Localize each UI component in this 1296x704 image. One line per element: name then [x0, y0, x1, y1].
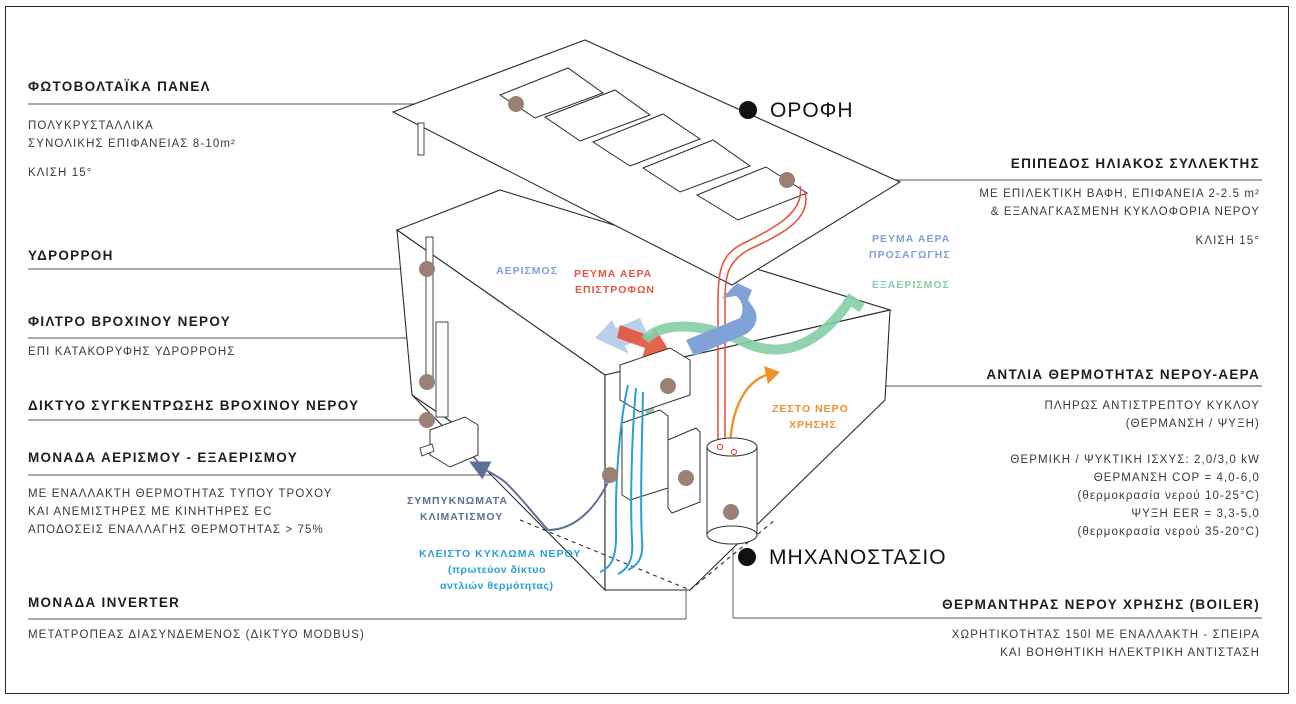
heatpump-line-4: ΘΕΡΜΙΚΗ / ΨΥΚΤΙΚΗ ΙΣΧΥΣ: 2,0/3,0 kW — [1010, 454, 1260, 466]
pv-title: ΦΩΤΟΒΟΛΤΑΪΚΑ ΠΑΝΕΛ — [28, 79, 211, 94]
inverter-line-1: ΜΕΤΑΤΡΟΠΕΑΣ ΔΙΑΣΥΝΔΕΜΕΝΟΣ (ΔΙΚΤΥΟ MODBUS… — [28, 629, 365, 641]
heatpump-title: ΑΝΤΛΙΑ ΘΕΡΜΟΤΗΤΑΣ ΝΕΡΟΥ-ΑΕΡΑ — [986, 367, 1260, 382]
diagram-frame — [5, 6, 1289, 694]
filter-line-1: ΕΠΙ ΚΑΤΑΚΟΡΥΦΗΣ ΥΔΡΟΡΡΟΗΣ — [28, 346, 236, 358]
closed-loop-label-2: (πρωτεύον δίκτυο — [448, 564, 546, 576]
condensate-label-2: ΚΛΙΜΑΤΙΣΜΟΥ — [420, 511, 504, 523]
heatpump-line-2: (ΘΕΡΜΑΝΣΗ / ΨΥΞΗ) — [1125, 418, 1260, 430]
ventunit-line-3: ΑΠΟΔΟΣΕΙΣ ΕΝΑΛΛΑΓΗΣ ΘΕΡΜΟΤΗΤΑΣ > 75% — [28, 524, 324, 536]
callout-dots — [419, 96, 795, 520]
roof-label: ΟΡΟΦΗ — [770, 99, 854, 122]
heatpump-line-7: ΨΥΞΗ EER = 3,3-5,0 — [1131, 508, 1260, 520]
heatpump-line-8: (θερμοκρασία νερού 35-20°C) — [1077, 526, 1260, 538]
collector-line-2: & ΕΞΑΝΑΓΚΑΣΜΕΝΗ ΚΥΚΛΟΦΟΡΙΑ ΝΕΡΟΥ — [990, 206, 1260, 218]
pv-line-4: ΚΛΙΣΗ 15° — [28, 167, 93, 179]
supply-air-label-1: ΡΕΥΜΑ ΑΕΡΑ — [872, 233, 951, 245]
ventilation-label: ΑΕΡΙΣΜΟΣ — [496, 265, 559, 277]
ventunit-line-1: ΜΕ ΕΝΑΛΛΑΚΤΗ ΘΕΡΜΟΤΗΤΑΣ ΤΥΠΟΥ ΤΡΟΧΟΥ — [28, 488, 333, 500]
boiler-tank — [706, 437, 758, 545]
rainnet-title: ΔΙΚΤΥΟ ΣΥΓΚΕΝΤΡΩΣΗΣ ΒΡΟΧΙΝΟΥ ΝΕΡΟΥ — [28, 398, 360, 413]
collector-line-1: ΜΕ ΕΠΙΛΕΚΤΙΚΗ ΒΑΦΗ, ΕΠΙΦΑΝΕΙΑ 2-2.5 m² — [979, 188, 1260, 200]
solar-loop — [717, 185, 807, 460]
pv-line-2: ΣΥΝΟΛΙΚΗΣ ΕΠΙΦΑΝΕΙΑΣ 8-10m² — [28, 138, 236, 150]
hot-water-label-2: ΧΡΗΣΗΣ — [789, 419, 837, 431]
collector-title: ΕΠΙΠΕΔΟΣ ΗΛΙΑΚΟΣ ΣΥΛΛΕΚΤΗΣ — [1010, 156, 1260, 171]
exhaust-label: ΕΞΑΕΡΙΣΜΟΣ — [872, 279, 950, 291]
closed-loop-label-3: αντλιών θερμότητας) — [440, 580, 554, 592]
condensate-label-1: ΣΥΜΠΥΚΝΩΜΑΤΑ — [407, 495, 508, 507]
supply-air-label-2: ΠΡΟΣΑΓΩΓΗΣ — [869, 249, 951, 261]
pv-line-1: ΠΟΛΥΚΡΥΣΤΑΛΛΙΚΑ — [28, 120, 154, 132]
heatpump-line-5: ΘΕΡΜΑΝΣΗ COP = 4,0-6,0 — [1093, 472, 1260, 484]
return-air-label-1: ΡΕΥΜΑ ΑΕΡΑ — [574, 268, 653, 280]
collector-line-4: ΚΛΙΣΗ 15° — [1195, 235, 1260, 247]
ventunit-title: ΜΟΝΑΔΑ ΑΕΡΙΣΜΟΥ - ΕΞΑΕΡΙΣΜΟΥ — [28, 450, 299, 465]
closed-water-loop — [599, 384, 644, 575]
heatpump-line-6: (θερμοκρασία νερού 10-25°C) — [1077, 490, 1260, 502]
return-air-label-2: ΕΠΙΣΤΡΟΦΩΝ — [575, 284, 656, 296]
gutter-title: ΥΔΡΟΡΡΟΗ — [28, 248, 114, 263]
gutter-pipe — [419, 236, 479, 468]
boiler-line-1: ΧΩΡΗΤΙΚΟΤΗΤΑΣ 150l ΜΕ ΕΝΑΛΛΑΚΤΗ - ΣΠΕΙΡΑ — [951, 629, 1260, 641]
machine-room-label: ΜΗΧΑΝΟΣΤΑΣΙΟ — [769, 546, 947, 569]
filter-title: ΦΙΛΤΡΟ ΒΡΟΧΙΝΟΥ ΝΕΡΟΥ — [28, 314, 232, 329]
inverter-title: ΜΟΝΑΔΑ INVERTER — [28, 595, 181, 610]
boiler-line-2: ΚΑΙ ΒΟΗΘΗΤΙΚΗ ΗΛΕΚΤΡΙΚΗ ΑΝΤΙΣΤΑΣΗ — [1000, 647, 1260, 659]
heatpump-line-1: ΠΛΗΡΩΣ ΑΝΤΙΣΤΡΕΠΤΟΥ ΚΥΚΛΟΥ — [1044, 400, 1260, 412]
ventunit-line-2: ΚΑΙ ΑΝΕΜΙΣΤΗΡΕΣ ΜΕ ΚΙΝΗΤΗΡΕΣ EC — [28, 506, 273, 518]
boiler-title: ΘΕΡΜΑΝΤΗΡΑΣ ΝΕΡΟΥ ΧΡΗΣΗΣ (BOILER) — [942, 597, 1260, 612]
hot-water-label-1: ΖΕΣΤΟ ΝΕΡΟ — [772, 403, 849, 415]
closed-loop-label-1: ΚΛΕΙΣΤΟ ΚΥΚΛΩΜΑ ΝΕΡΟΥ — [419, 548, 582, 560]
